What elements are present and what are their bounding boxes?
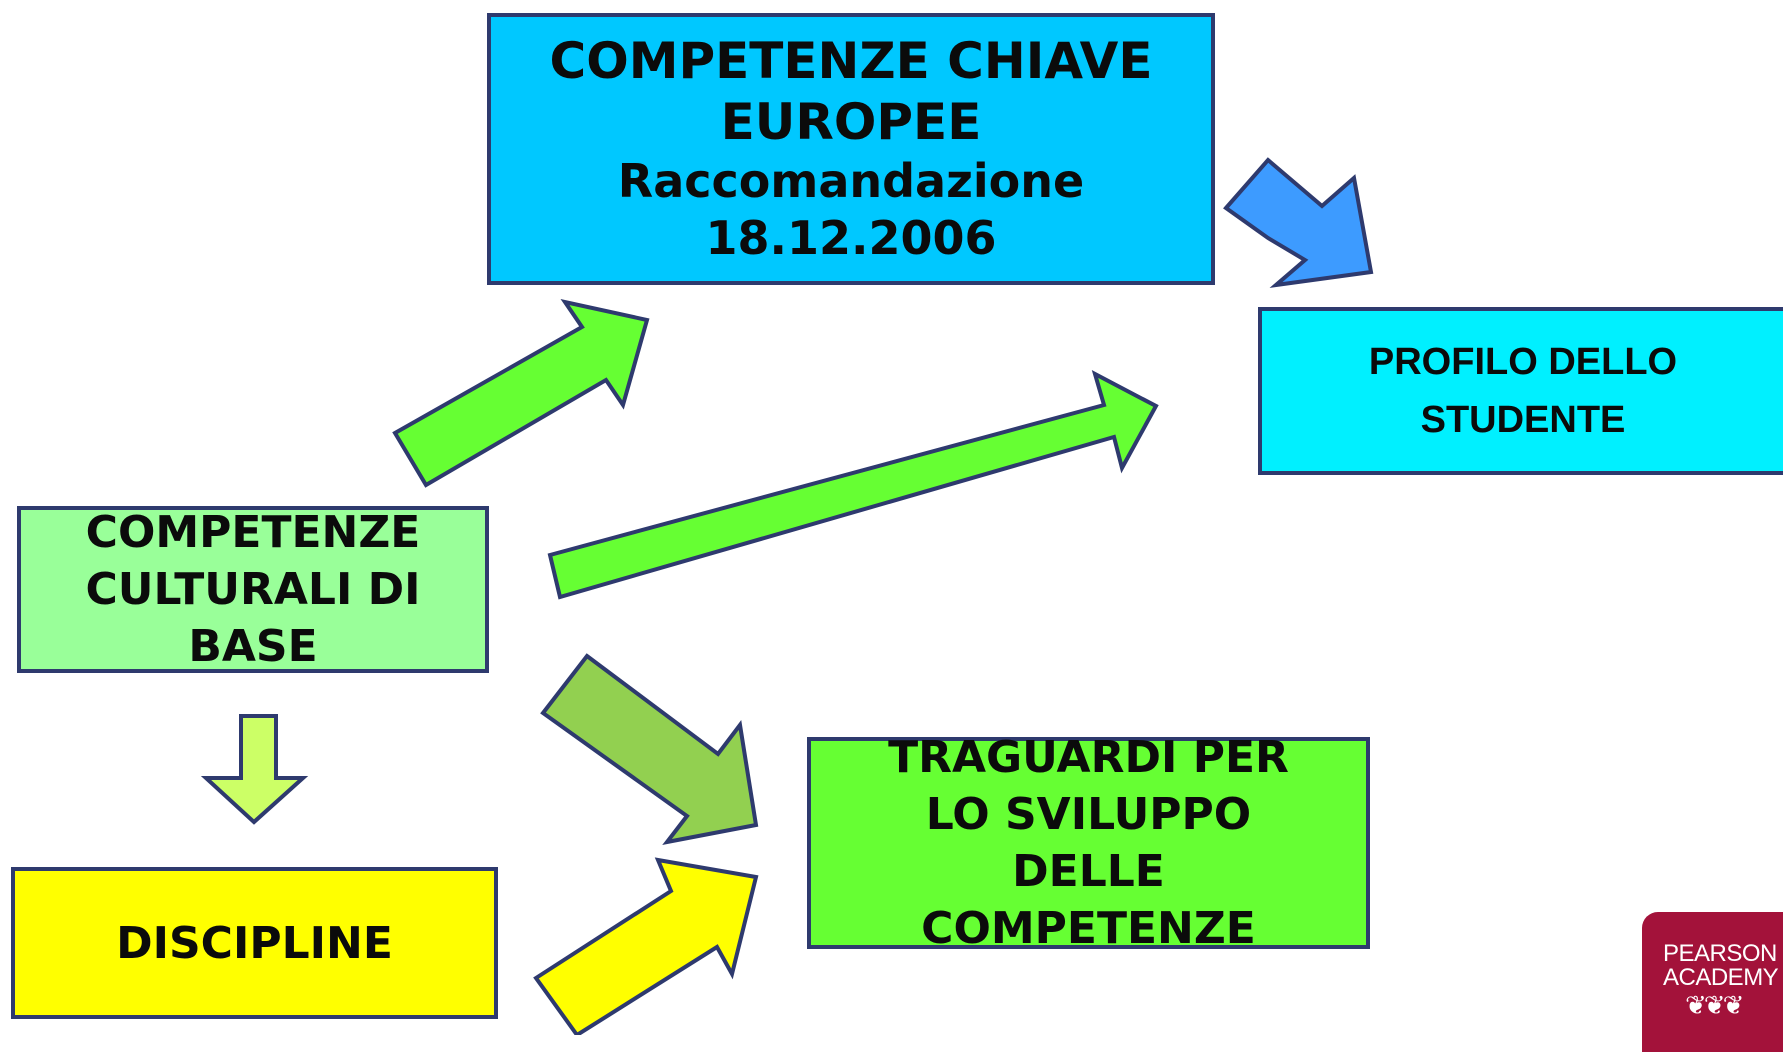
chiave-line-4: 18.12.2006	[705, 211, 997, 265]
culturali-line-1: COMPETENZE	[85, 507, 421, 558]
arrow-chiave-to-profilo	[1223, 157, 1374, 288]
traguardi-competenze-box: TRAGUARDI PER LO SVILUPPO DELLE COMPETEN…	[807, 732, 1370, 954]
discipline-label: DISCIPLINE	[116, 917, 393, 969]
arrow-culturali-to-chiave	[392, 298, 650, 488]
profilo-studente-box: PROFILO DELLO STUDENTE	[1258, 307, 1783, 475]
traguardi-line-3: DELLE	[1012, 846, 1165, 897]
logo-line-2: ACADEMY	[1663, 964, 1779, 991]
chiave-line-2: EUROPEE	[720, 93, 982, 151]
traguardi-line-4: COMPETENZE	[921, 903, 1256, 954]
profilo-line-2: STUDENTE	[1420, 399, 1626, 441]
arrow-culturali-to-discipline	[200, 714, 309, 825]
traguardi-line-1: TRAGUARDI PER	[888, 732, 1289, 783]
logo-line-1: PEARSON	[1663, 940, 1777, 967]
discipline-box: DISCIPLINE	[11, 867, 498, 1019]
competenze-chiave-europee-box: COMPETENZE CHIAVE EUROPEE Raccomandazion…	[487, 13, 1215, 285]
laurel-icon: ❦❦❦	[1685, 990, 1744, 1020]
traguardi-line-2: LO SVILUPPO	[925, 789, 1252, 840]
pearson-academy-logo: PEARSON ACADEMY ❦❦❦	[1642, 912, 1783, 1052]
arrow-culturali-to-traguardi	[540, 653, 759, 845]
chiave-line-1: COMPETENZE CHIAVE	[549, 32, 1153, 90]
culturali-line-2: CULTURALI DI	[85, 564, 421, 615]
arrow-culturali-to-profilo	[547, 370, 1159, 600]
culturali-line-3: BASE	[188, 621, 318, 672]
competenze-culturali-box: COMPETENZE CULTURALI DI BASE	[17, 506, 489, 673]
profilo-line-1: PROFILO DELLO	[1368, 341, 1678, 383]
chiave-line-3: Raccomandazione	[617, 154, 1085, 208]
arrow-discipline-to-traguardi	[533, 857, 759, 1035]
